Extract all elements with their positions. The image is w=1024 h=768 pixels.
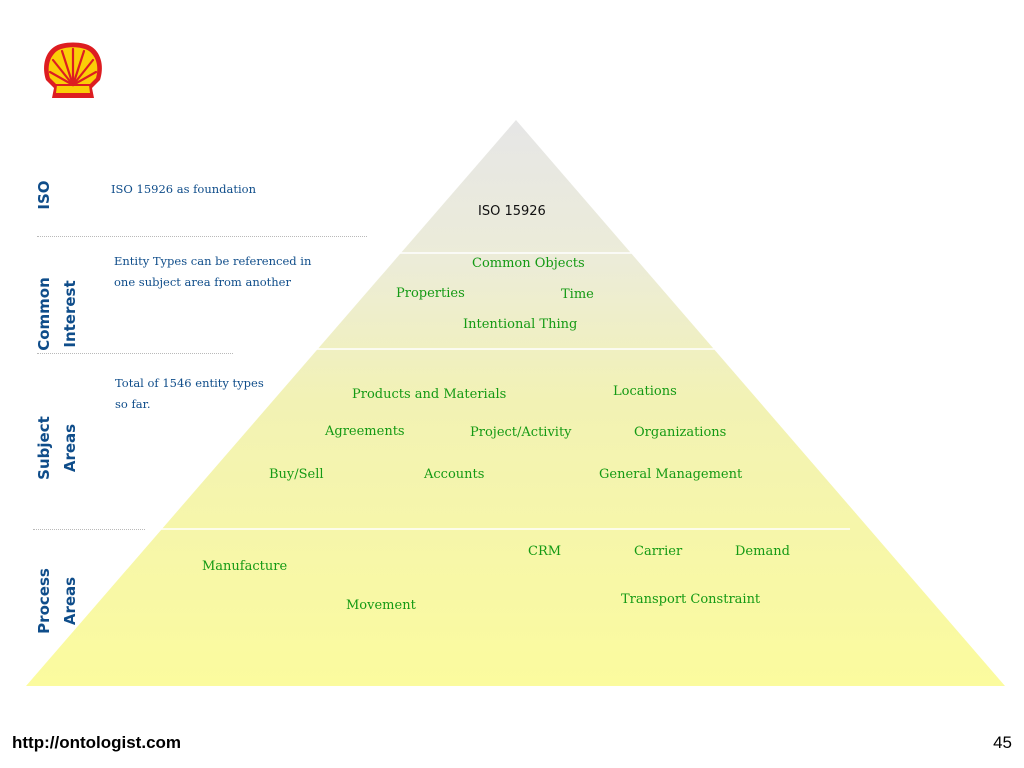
iso-note: ISO 15926 as foundation bbox=[111, 182, 256, 196]
subject-areas-separator bbox=[33, 529, 145, 530]
term-transport-constraint: Transport Constraint bbox=[621, 592, 761, 607]
term-organizations: Organizations bbox=[634, 425, 727, 440]
subject-areas-note: Total of 1546 entity types so far. bbox=[115, 376, 264, 411]
page-number: 45 bbox=[993, 733, 1012, 752]
term-manufacture: Manufacture bbox=[202, 559, 288, 574]
common-interest-note: Entity Types can be referenced in one su… bbox=[114, 254, 312, 289]
shell-logo-icon bbox=[44, 42, 102, 98]
iso-layer-label: ISO bbox=[35, 180, 53, 210]
term-products-and-materials: Products and Materials bbox=[352, 387, 507, 402]
term-intentional-thing: Intentional Thing bbox=[463, 317, 578, 332]
iso-separator bbox=[37, 236, 367, 237]
subject-areas-layer-label: Subject Areas bbox=[35, 416, 79, 480]
common-interest-separator bbox=[37, 353, 233, 354]
common-interest-layer-label: Common Interest bbox=[35, 277, 79, 351]
pyramid-shape bbox=[26, 120, 1005, 686]
term-project-activity: Project/Activity bbox=[470, 425, 572, 440]
term-locations: Locations bbox=[613, 384, 677, 399]
term-agreements: Agreements bbox=[325, 424, 405, 439]
term-demand: Demand bbox=[735, 544, 790, 559]
term-iso-15926: ISO 15926 bbox=[478, 204, 546, 219]
term-carrier: Carrier bbox=[634, 544, 683, 559]
term-movement: Movement bbox=[346, 598, 416, 613]
footer-url: http://ontologist.com bbox=[12, 733, 182, 752]
process-areas-layer-label: Process Areas bbox=[35, 568, 79, 634]
term-buy-sell: Buy/Sell bbox=[269, 467, 324, 482]
term-properties: Properties bbox=[396, 286, 465, 301]
term-crm: CRM bbox=[528, 544, 562, 559]
term-common-objects: Common Objects bbox=[472, 256, 585, 271]
term-general-management: General Management bbox=[599, 467, 743, 482]
term-time: Time bbox=[561, 287, 594, 302]
term-accounts: Accounts bbox=[424, 467, 485, 482]
